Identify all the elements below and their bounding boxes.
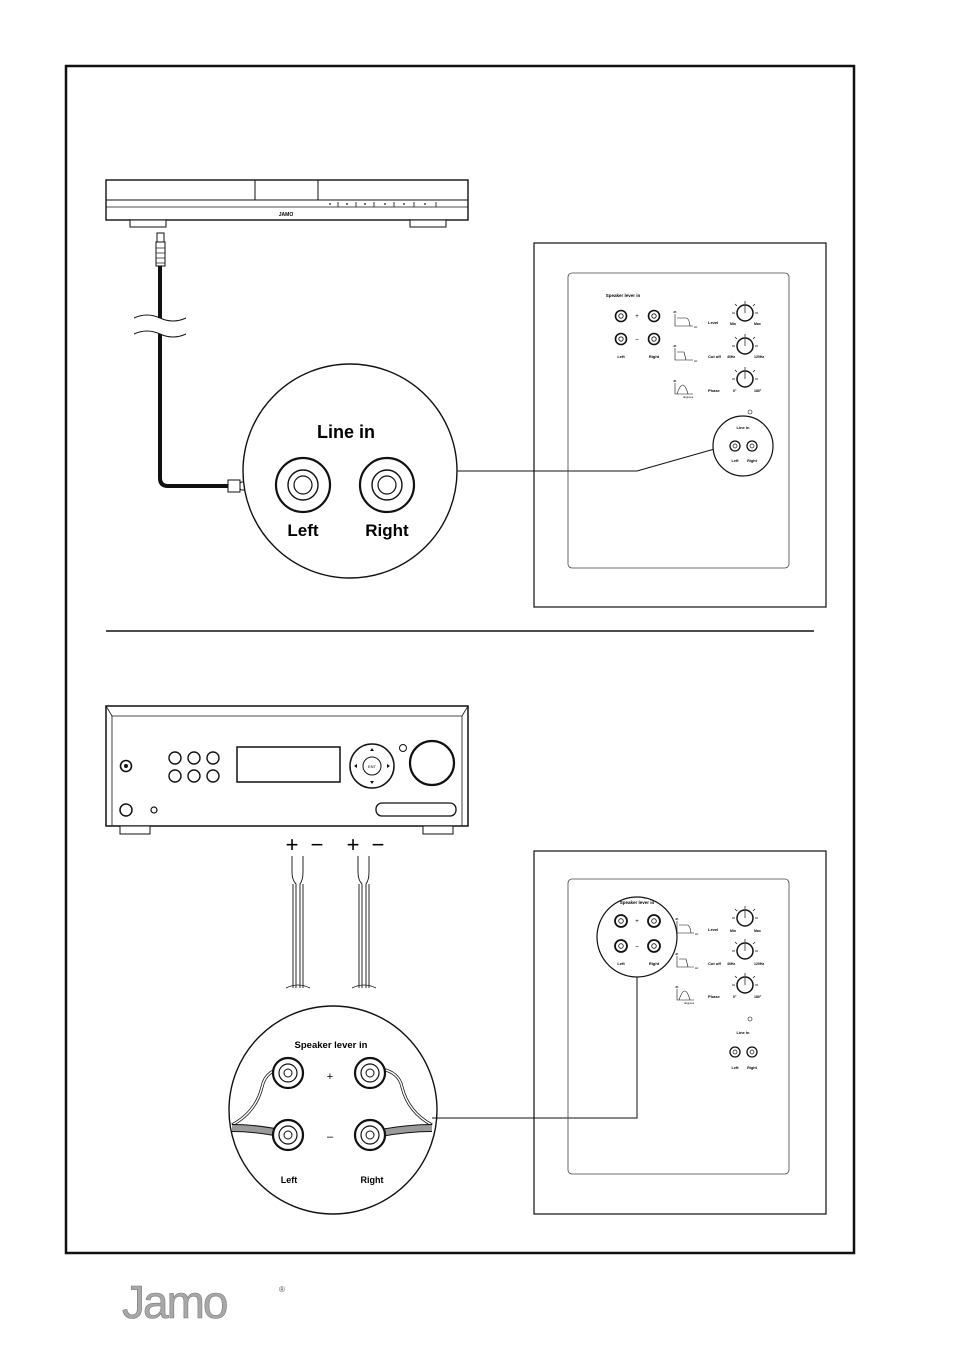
subwoofer-panel-top: Speaker lever in + – Left Right dB Hz dB… <box>533 242 827 608</box>
panel-level: Level <box>708 320 718 325</box>
panel2-speaker-lever-label: Speaker lever in <box>620 900 655 905</box>
jamo-logo: Jamo ® <box>122 1280 285 1328</box>
device-logo: JAMO <box>279 212 294 218</box>
panel2-right: Right <box>649 961 660 966</box>
panel-phase-low: 0° <box>733 389 737 393</box>
panel-level-min: Min <box>730 322 736 326</box>
source-device-amplifier: ENT <box>105 705 469 835</box>
graph2-degrees: degrees <box>684 1001 695 1005</box>
source-device-cd-player: JAMO <box>105 179 469 228</box>
panel-line-right: Right <box>747 459 757 463</box>
line-in-zoom: Line in Left Right <box>242 363 458 579</box>
panel2-cutoff-low: 40Hz <box>727 962 735 966</box>
graph-db-2: dB <box>673 344 677 348</box>
amp-right-minus: − <box>372 832 385 857</box>
panel2-cutoff: Cut off <box>708 961 722 966</box>
speaker-lever-right: Right <box>361 1175 384 1185</box>
panel2-left: Left <box>617 961 625 966</box>
panel-cutoff-low: 40Hz <box>727 355 735 359</box>
panel-speaker-lever-highlight <box>596 896 678 978</box>
speaker-lever-left: Left <box>281 1175 298 1185</box>
amp-right-plus: + <box>347 832 360 857</box>
panel-minus: – <box>635 337 639 343</box>
line-in-left-jack <box>274 456 332 514</box>
amp-enter-label: ENT <box>368 764 377 769</box>
panel2-phase: Phase <box>708 994 721 999</box>
graph2-hz-2: Hz <box>695 966 699 970</box>
panel-phase-high: 180° <box>754 389 762 393</box>
speaker-cables: + − + − <box>286 832 385 989</box>
page-frame <box>64 64 856 1255</box>
panel2-plus: + <box>635 919 639 925</box>
panel2-level-min: Min <box>730 929 736 933</box>
panel-plus: + <box>635 314 639 320</box>
panel-level-max: Max <box>754 322 761 326</box>
graph-db-3: dB <box>673 379 677 383</box>
leader-line-line-in <box>457 447 719 472</box>
panel2-line-right: Right <box>747 1066 757 1070</box>
speaker-lever-title: Speaker lever in <box>295 1040 368 1051</box>
graph-db-1: dB <box>673 310 677 314</box>
panel2-phase-high: 180° <box>754 995 762 999</box>
amp-left-plus: + <box>286 832 299 857</box>
panel-speaker-lever-label: Speaker lever in <box>606 293 641 298</box>
registered-mark: ® <box>279 1285 285 1294</box>
jamo-logo-text: Jamo <box>122 1280 227 1328</box>
panel-phase: Phase <box>708 388 721 393</box>
graph2-db-3: dB <box>675 985 679 989</box>
graph2-db-2: dB <box>675 952 679 956</box>
line-in-right-jack <box>358 456 416 514</box>
leader-line-speaker-lever <box>432 975 638 1119</box>
panel2-line-left: Left <box>732 1066 740 1070</box>
graph2-hz-1: Hz <box>695 932 699 936</box>
speaker-lever-minus: – <box>327 1131 334 1143</box>
amp-left-minus: − <box>311 832 324 857</box>
speaker-lever-plus: + <box>327 1071 333 1083</box>
graph-hz-2: Hz <box>694 359 698 363</box>
panel-left: Left <box>617 354 625 359</box>
line-in-title: Line in <box>317 422 375 442</box>
panel2-level: Level <box>708 927 718 932</box>
line-in-right-label: Right <box>365 521 409 540</box>
subwoofer-panel-bottom: Speaker lever in + – Left Right dB Hz dB… <box>533 850 827 1215</box>
speaker-lever-zoom: Speaker lever in + – Left Right <box>228 1005 438 1215</box>
panel-line-in-highlight: Line In Left Right <box>712 415 774 477</box>
line-in-left-label: Left <box>287 521 319 540</box>
panel-right: Right <box>649 354 660 359</box>
panel-cutoff-high: 120Hz <box>754 355 764 359</box>
graph-hz-1: Hz <box>694 325 698 329</box>
panel2-cutoff-high: 120Hz <box>754 962 764 966</box>
panel2-minus: – <box>635 944 639 950</box>
graph-degrees: degrees <box>683 395 694 399</box>
panel2-level-max: Max <box>754 929 761 933</box>
panel2-phase-low: 0° <box>733 995 737 999</box>
panel-line-left: Left <box>732 459 740 463</box>
panel2-line-in: Line In <box>737 1030 750 1035</box>
panel-cutoff: Cut off <box>708 354 722 359</box>
graph2-db-1: dB <box>675 917 679 921</box>
panel-line-in: Line In <box>737 425 750 430</box>
